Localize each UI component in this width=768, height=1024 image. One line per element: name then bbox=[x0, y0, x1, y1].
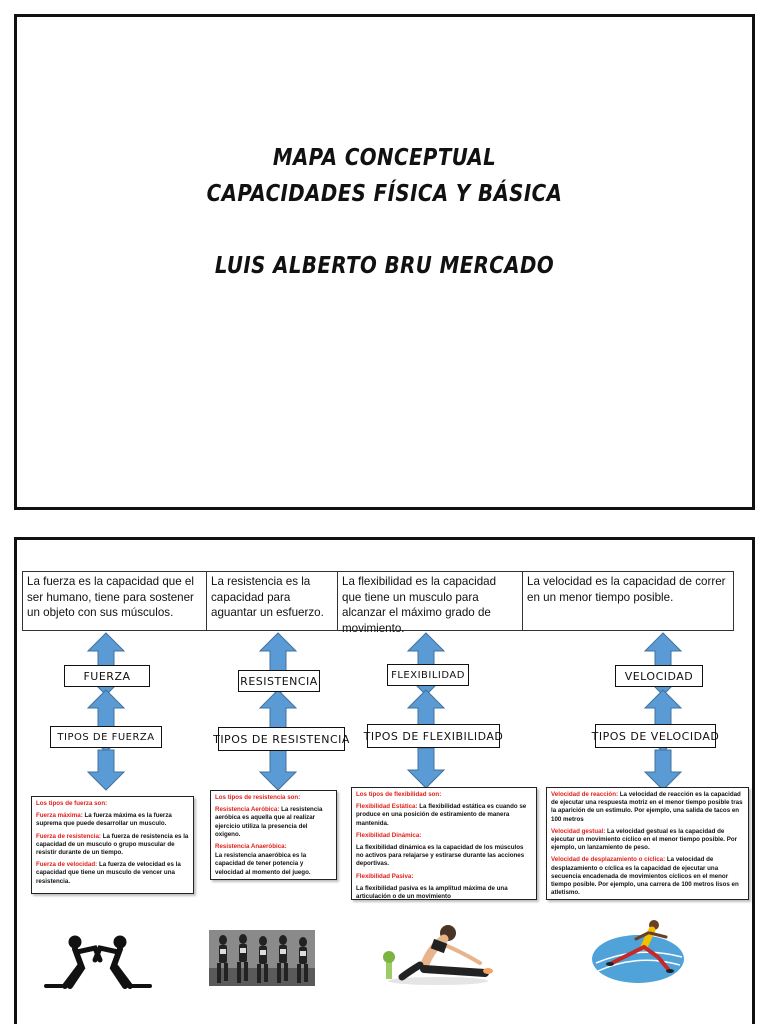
cover-author: LUIS ALBERTO BRU MERCADO bbox=[214, 253, 555, 279]
definition-flexibilidad: La flexibilidad es la capacidad que tien… bbox=[337, 571, 523, 635]
detail-term: Flexibilidad Pasiva: bbox=[356, 872, 414, 880]
arrow-resistencia-down bbox=[259, 749, 297, 791]
detail-term: Resistencia Anaeróbica: bbox=[215, 843, 287, 851]
arrow-flexibilidad-down bbox=[407, 747, 445, 789]
arrow-velocidad-down bbox=[644, 749, 682, 791]
label-flexibilidad: FLEXIBILIDAD bbox=[387, 664, 469, 686]
stretching-photo bbox=[380, 915, 496, 987]
detail-text: La resistencia aeróbica es aquella que a… bbox=[215, 806, 323, 838]
runners-photo bbox=[209, 930, 315, 986]
detail-text: La fuerza de velocidad es la capacidad q… bbox=[36, 861, 181, 885]
detail-flexibilidad: Los tipos de flexibilidad son: Flexibili… bbox=[351, 787, 537, 900]
arrow-fuerza-down bbox=[87, 749, 125, 791]
detail-term: Fuerza de resistencia: bbox=[36, 832, 101, 840]
detail-flexibilidad-heading: Los tipos de flexibilidad son: bbox=[356, 791, 442, 798]
label-resistencia: RESISTENCIA bbox=[238, 670, 320, 692]
detail-term: Flexibilidad Estática: bbox=[356, 803, 418, 811]
detail-resistencia-heading: Los tipos de resistencia son: bbox=[215, 794, 301, 801]
label-tipos-resistencia: TIPOS DE RESISTENCIA bbox=[213, 727, 349, 751]
label-tipos-velocidad: TIPOS DE VELOCIDAD bbox=[592, 724, 719, 748]
label-tipos-fuerza: TIPOS DE FUERZA bbox=[50, 726, 162, 748]
detail-term: Fuerza de velocidad: bbox=[36, 861, 98, 869]
detail-text: La velocidad de reacción es la capacidad… bbox=[551, 791, 743, 823]
detail-term: Fuerza máxima: bbox=[36, 812, 83, 820]
detail-text: La fuerza máxima es la fuerza suprema qu… bbox=[36, 812, 172, 828]
detail-text: La flexibilidad estática es cuando se pr… bbox=[356, 803, 527, 827]
detail-term: Velocidad de desplazamiento o cíclica: bbox=[551, 856, 666, 864]
label-tipos-flexibilidad: TIPOS DE FLEXIBILIDAD bbox=[364, 724, 503, 748]
detail-text: La fuerza de resistencia es la capacidad… bbox=[36, 832, 189, 857]
detail-term: Velocidad de reacción: bbox=[551, 791, 619, 798]
sprinter-icon bbox=[592, 920, 684, 983]
detail-term: Resistencia Aeróbica: bbox=[215, 806, 280, 814]
detail-text: La flexibilidad dinámica es la capacidad… bbox=[356, 844, 525, 868]
cover-page: MAPA CONCEPTUAL CAPACIDADES FÍSICA Y BÁS… bbox=[14, 14, 755, 510]
label-fuerza: FUERZA bbox=[64, 665, 150, 687]
definition-resistencia: La resistencia es la capacidad para agua… bbox=[206, 571, 338, 631]
detail-velocidad: Velocidad de reacción: La velocidad de r… bbox=[546, 787, 749, 900]
detail-text: La flexibilidad pasiva es la amplitud má… bbox=[356, 884, 508, 901]
wrestlers-icon bbox=[44, 935, 152, 989]
detail-fuerza: Los tipos de fuerza son: Fuerza máxima: … bbox=[31, 796, 194, 894]
cover-title-line-2: CAPACIDADES FÍSICA Y BÁSICA bbox=[206, 181, 563, 207]
label-velocidad: VELOCIDAD bbox=[615, 665, 703, 687]
definition-fuerza: La fuerza es la capacidad que el ser hum… bbox=[22, 571, 207, 631]
detail-fuerza-heading: Los tipos de fuerza son: bbox=[36, 800, 108, 807]
detail-text: La velocidad gestual es la capacidad de … bbox=[551, 827, 738, 852]
detail-text: La velocidad de desplazamiento o cíclica… bbox=[551, 856, 739, 897]
detail-resistencia: Los tipos de resistencia son: Resistenci… bbox=[210, 790, 337, 880]
detail-text: La resistencia anaeróbica es la capacida… bbox=[215, 852, 311, 876]
detail-term: Flexibilidad Dinámica: bbox=[356, 831, 422, 839]
detail-term: Velocidad gestual: bbox=[551, 827, 606, 835]
definition-velocidad: La velocidad es la capacidad de correr e… bbox=[522, 571, 734, 631]
cover-title-line-1: MAPA CONCEPTUAL bbox=[272, 145, 497, 171]
